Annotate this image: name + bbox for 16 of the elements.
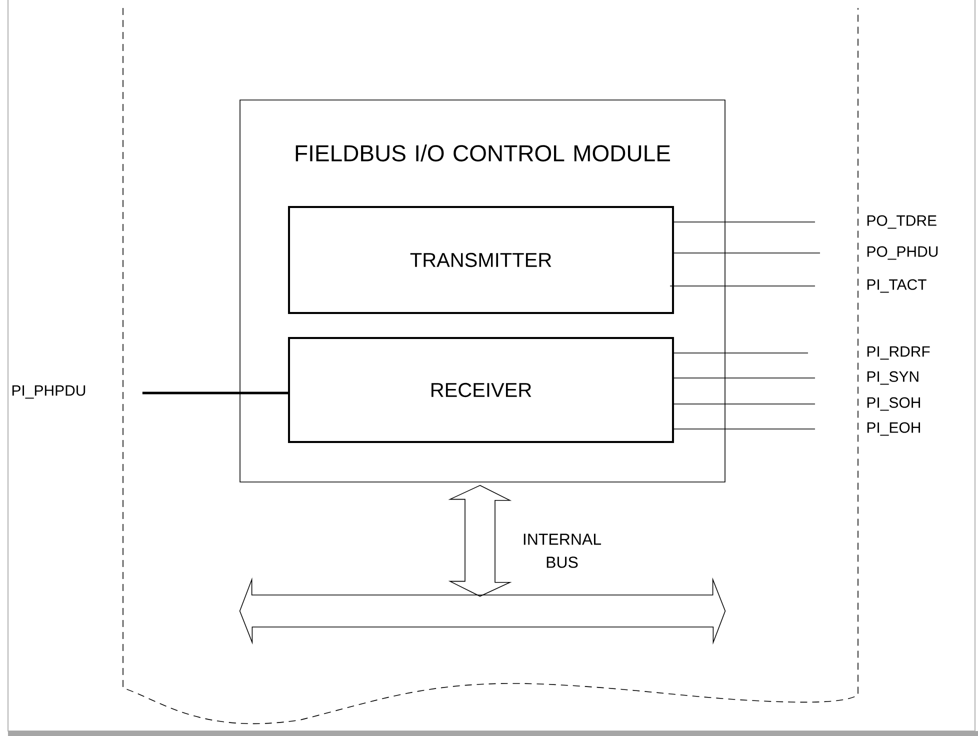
block-box: RECEIVER: [288, 337, 674, 443]
signal-label: PI_SOH: [867, 397, 920, 411]
signal-line: [674, 428, 816, 430]
signal-label: PI_SYN: [867, 371, 918, 385]
signal-label: PI_PHPDU: [12, 385, 86, 399]
signal-line: [674, 252, 820, 254]
signal-line: [674, 352, 808, 354]
edge-label: INTERNAL BUS: [524, 534, 602, 568]
signal-label: PI_RDRF: [867, 346, 930, 360]
bus-arrow: [239, 577, 726, 645]
signal-line: [142, 392, 288, 394]
signal-label: PI_TACT: [867, 279, 926, 293]
signal-label: PO_PHDU: [867, 246, 938, 260]
signal-label: PO_TDRE: [867, 215, 936, 229]
block-box: TRANSMITTER: [288, 206, 674, 314]
signal-label: PI_EOH: [867, 422, 920, 436]
